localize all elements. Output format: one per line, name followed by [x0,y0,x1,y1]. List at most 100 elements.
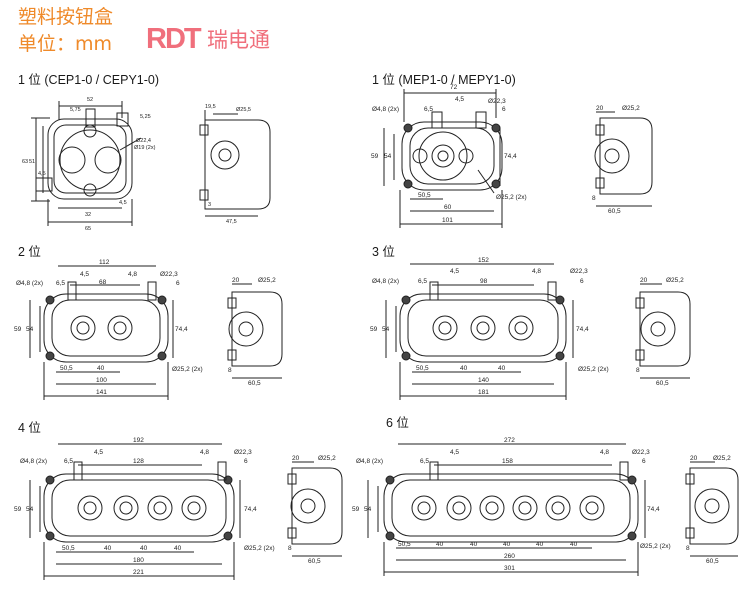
cep-side-top: 19,5 [205,104,216,110]
cep-dim-b1: 32 [85,212,91,218]
p6-dim-b301: 301 [504,565,515,572]
p6-dim-b40c: 40 [503,541,511,548]
p6-dim-d158: 158 [502,458,513,465]
p2-dim-h54: 54 [26,326,34,333]
p2-dim-hole22: Ø22,3 [160,271,178,278]
p2-dim-d65: 6,5 [56,280,65,287]
p4-dim-h54: 54 [26,506,34,513]
p6-dim-hole4: Ø4,8 (2x) [356,458,383,465]
p2-side-s20: 20 [232,277,240,284]
p6-dim-d6: 6 [642,458,646,465]
p6-dim-h59: 59 [352,506,360,513]
p6-dim-b40e: 40 [570,541,578,548]
mep-dim-b505: 50,5 [418,192,431,199]
p4-dim-h74: 74,4 [244,506,257,513]
cep-dim-d2: 5,25 [140,114,151,120]
p4-dim-b40a: 40 [104,545,112,552]
mep-dim-b60: 60 [444,204,452,211]
mep-dim-d6: 6 [502,106,506,113]
p6-dim-b40d: 40 [536,541,544,548]
mep-dim-h59: 59 [371,153,379,160]
p3-dim-b505: 50,5 [416,365,429,372]
p2-dim-hole4: Ø4,8 (2x) [16,280,43,287]
mep-side-s605: 60,5 [608,208,621,215]
p3-dim-dia252: Ø25,2 (2x) [578,366,609,373]
p2-dim-top: 112 [99,259,110,266]
p2-side-dia: Ø25,2 [258,277,276,284]
cep-dim-h1: 63 [22,159,28,165]
p4-dim-d48: 4,8 [200,449,209,456]
p4-dim-h59: 59 [14,506,22,513]
label-mep: 1 位 (MEP1-0 / MEPY1-0) [372,73,516,87]
p3-dim-h74: 74,4 [576,326,589,333]
p4-dim-b40b: 40 [140,545,148,552]
p3-dim-b181: 181 [478,389,489,396]
cep-dim-d4: 4,5 [119,200,127,206]
cep-dim-d3: 4,5 [38,171,46,177]
p3-dim-b140: 140 [478,377,489,384]
p3-dim-top: 152 [478,257,489,264]
cep-dim-d1: 5,75 [70,107,81,113]
p2-dim-b100: 100 [96,377,107,384]
p6-side-s20: 20 [690,455,698,462]
p3-dim-b40b: 40 [498,365,506,372]
p6-dim-b260: 260 [504,553,515,560]
cep-dim-hole: Ø22,4 [136,138,151,144]
mep-dim-b101: 101 [442,217,453,224]
p6-dim-h54: 54 [364,506,372,513]
p6-dim-dia252: Ø25,2 (2x) [640,543,671,550]
p2-dim-d48: 4,8 [128,271,137,278]
p2-dim-h59: 59 [14,326,22,333]
p4-dim-b40c: 40 [174,545,182,552]
unit-note: 单位：mm [18,33,113,55]
p6-dim-d65: 6,5 [420,458,429,465]
label-p3: 3 位 [372,245,395,259]
p3-side-s8: 8 [636,367,640,374]
mep-side-dia: Ø25,2 [622,105,640,112]
p6-dim-b40a: 40 [436,541,444,548]
cep-dim-hole2: Ø19 (2x) [134,145,156,151]
label-p2: 2 位 [18,245,41,259]
p4-dim-dia252: Ø25,2 (2x) [244,545,275,552]
p3-dim-d98: 98 [480,278,488,285]
p6-side-dia: Ø25,2 [713,455,731,462]
mep-dim-dia252: Ø25,2 (2x) [496,194,527,201]
p3-dim-hole22: Ø22,3 [570,268,588,275]
mep-dim-d45: 4,5 [455,96,464,103]
brand-logo: RDT 瑞电通 [146,23,270,54]
mep-dim-h54: 54 [384,153,392,160]
p3-dim-d48: 4,8 [532,268,541,275]
mep-dim-h74: 74,4 [504,153,517,160]
label-p6: 6 位 [386,416,409,430]
label-p4: 4 位 [18,421,41,435]
cep-side-bl: 3 [208,202,211,208]
p4-dim-hole4: Ø4,8 (2x) [20,458,47,465]
p4-side-s8: 8 [288,545,292,552]
p2-dim-b505: 50,5 [60,365,73,372]
p2-dim-d68: 68 [99,279,107,286]
mep-side-s20: 20 [596,105,604,112]
p2-dim-d6: 6 [176,280,180,287]
p4-dim-d45: 4,5 [94,449,103,456]
p2-dim-b40: 40 [97,365,105,372]
p2-dim-dia252: Ø25,2 (2x) [172,366,203,373]
p6-dim-d48: 4,8 [600,449,609,456]
p3-dim-d6: 6 [580,278,584,285]
label-cep: 1 位 (CEP1-0 / CEPY1-0) [18,73,160,87]
p3-dim-hole4: Ø4,8 (2x) [372,278,399,285]
p6-dim-b40b: 40 [470,541,478,548]
p3-dim-d65: 6,5 [418,278,427,285]
p6-dim-h74: 74,4 [647,506,660,513]
p2-dim-h74: 74,4 [175,326,188,333]
p4-dim-b221: 221 [133,569,144,576]
p6-dim-top: 272 [504,437,515,444]
p6-dim-b505: 50,5 [398,541,411,548]
p4-side-s20: 20 [292,455,300,462]
